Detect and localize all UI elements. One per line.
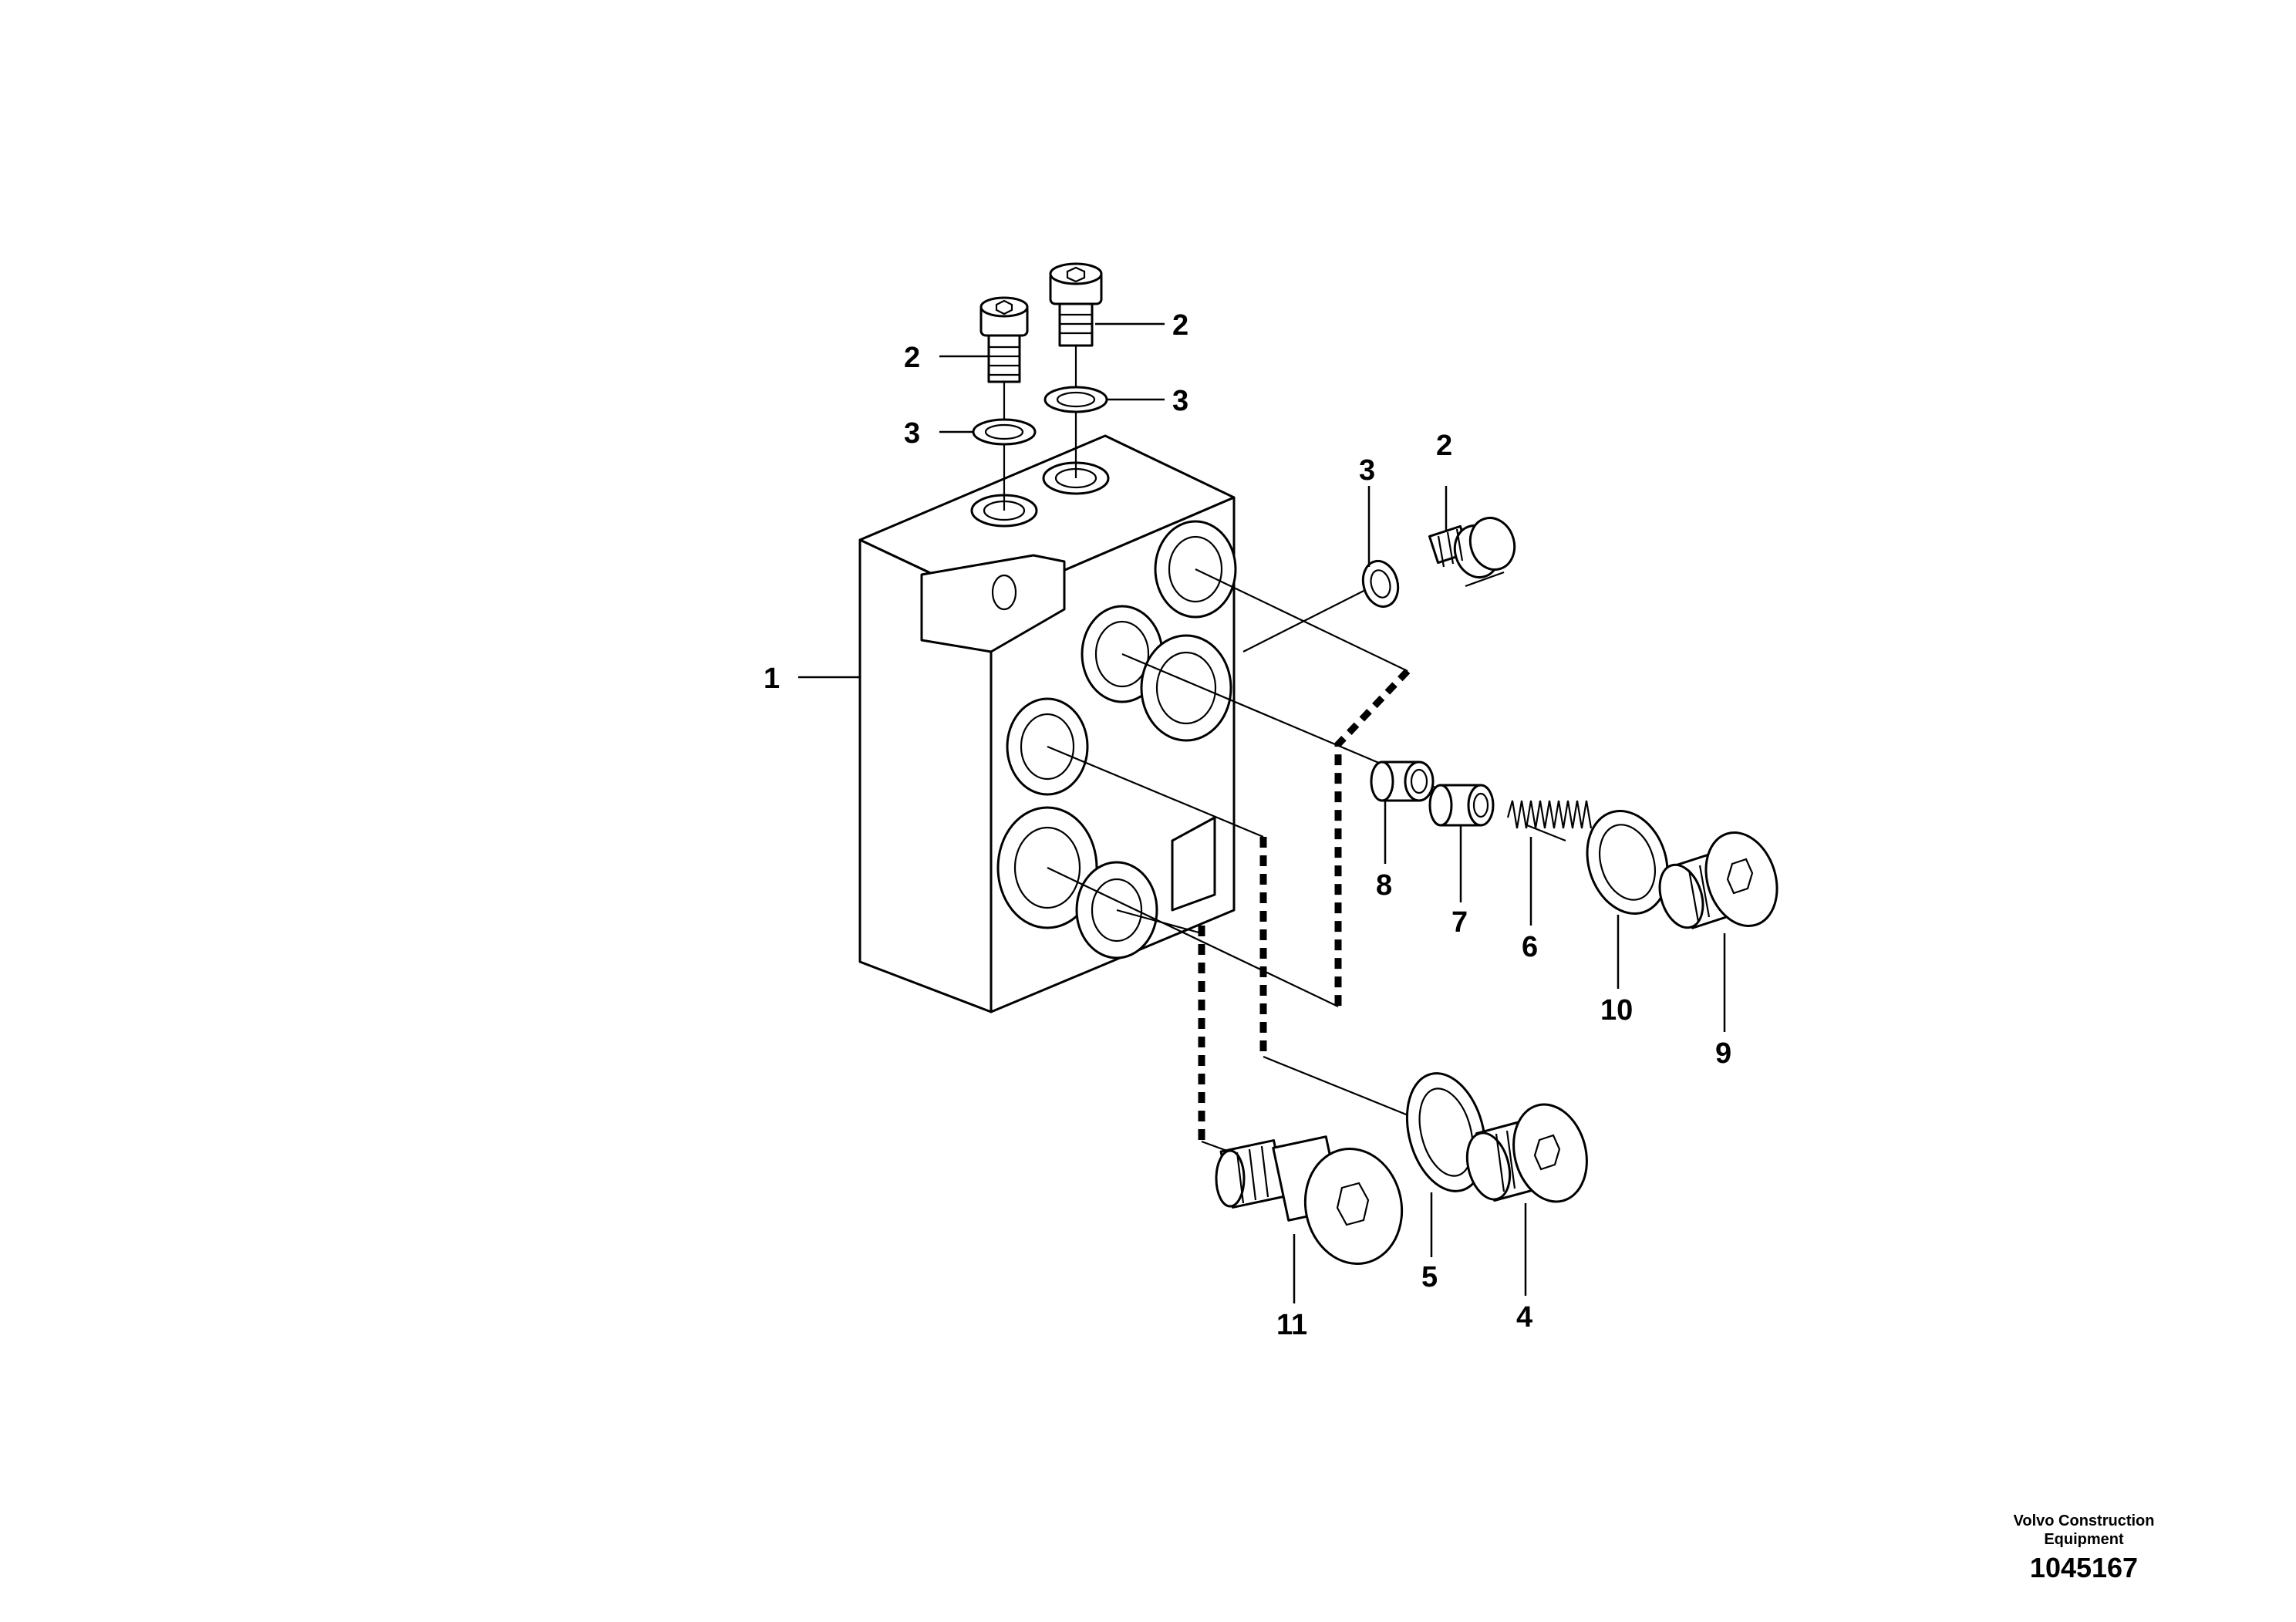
piston-part — [1428, 784, 1495, 827]
cartridge-valve-11 — [1215, 1135, 1404, 1265]
assembly-guides — [1003, 346, 1682, 1166]
plug-9 — [1658, 831, 1778, 929]
plug-4 — [1465, 1103, 1588, 1203]
seat-part — [1370, 760, 1435, 802]
callout-3-top-left: 3 — [904, 417, 920, 450]
callout-5: 5 — [1421, 1261, 1438, 1293]
callout-8: 8 — [1376, 869, 1392, 902]
sealing-ring-5 — [1405, 1072, 1487, 1192]
company-name-line2: Equipment — [2044, 1531, 2124, 1548]
spring-part — [1506, 800, 1593, 829]
callout-3-side: 3 — [1359, 454, 1375, 487]
callout-4: 4 — [1516, 1301, 1532, 1334]
washer-top-left — [972, 418, 1037, 446]
callout-2-top-left: 2 — [904, 342, 920, 374]
company-name-line1: Volvo Construction — [2014, 1512, 2155, 1529]
screw-top-right — [1049, 262, 1103, 347]
drawing-number: 1045167 — [2030, 1552, 2138, 1583]
callout-1: 1 — [764, 663, 780, 695]
callout-labels: 1 2 2 2 3 3 3 4 5 6 7 8 9 10 11 — [764, 309, 1731, 1341]
callout-11: 11 — [1276, 1309, 1307, 1341]
drawing-footer: Volvo Construction Equipment 1045167 — [2014, 1512, 2155, 1583]
screw-side — [1428, 517, 1516, 578]
leader-lines — [798, 322, 1726, 1303]
callout-9: 9 — [1715, 1037, 1731, 1070]
callout-3-top-right: 3 — [1172, 385, 1188, 417]
callout-7: 7 — [1451, 906, 1468, 939]
callout-2-side: 2 — [1436, 430, 1452, 462]
sealing-ring-10 — [1586, 810, 1669, 915]
callout-6: 6 — [1522, 931, 1538, 963]
screw-top-left — [979, 296, 1029, 383]
valve-block — [858, 434, 1237, 1013]
side-port-3 — [1140, 634, 1232, 742]
callout-10: 10 — [1600, 994, 1633, 1027]
callout-2-top-right: 2 — [1172, 309, 1188, 342]
washer-side — [1361, 559, 1400, 609]
washer-top-right — [1043, 386, 1108, 413]
